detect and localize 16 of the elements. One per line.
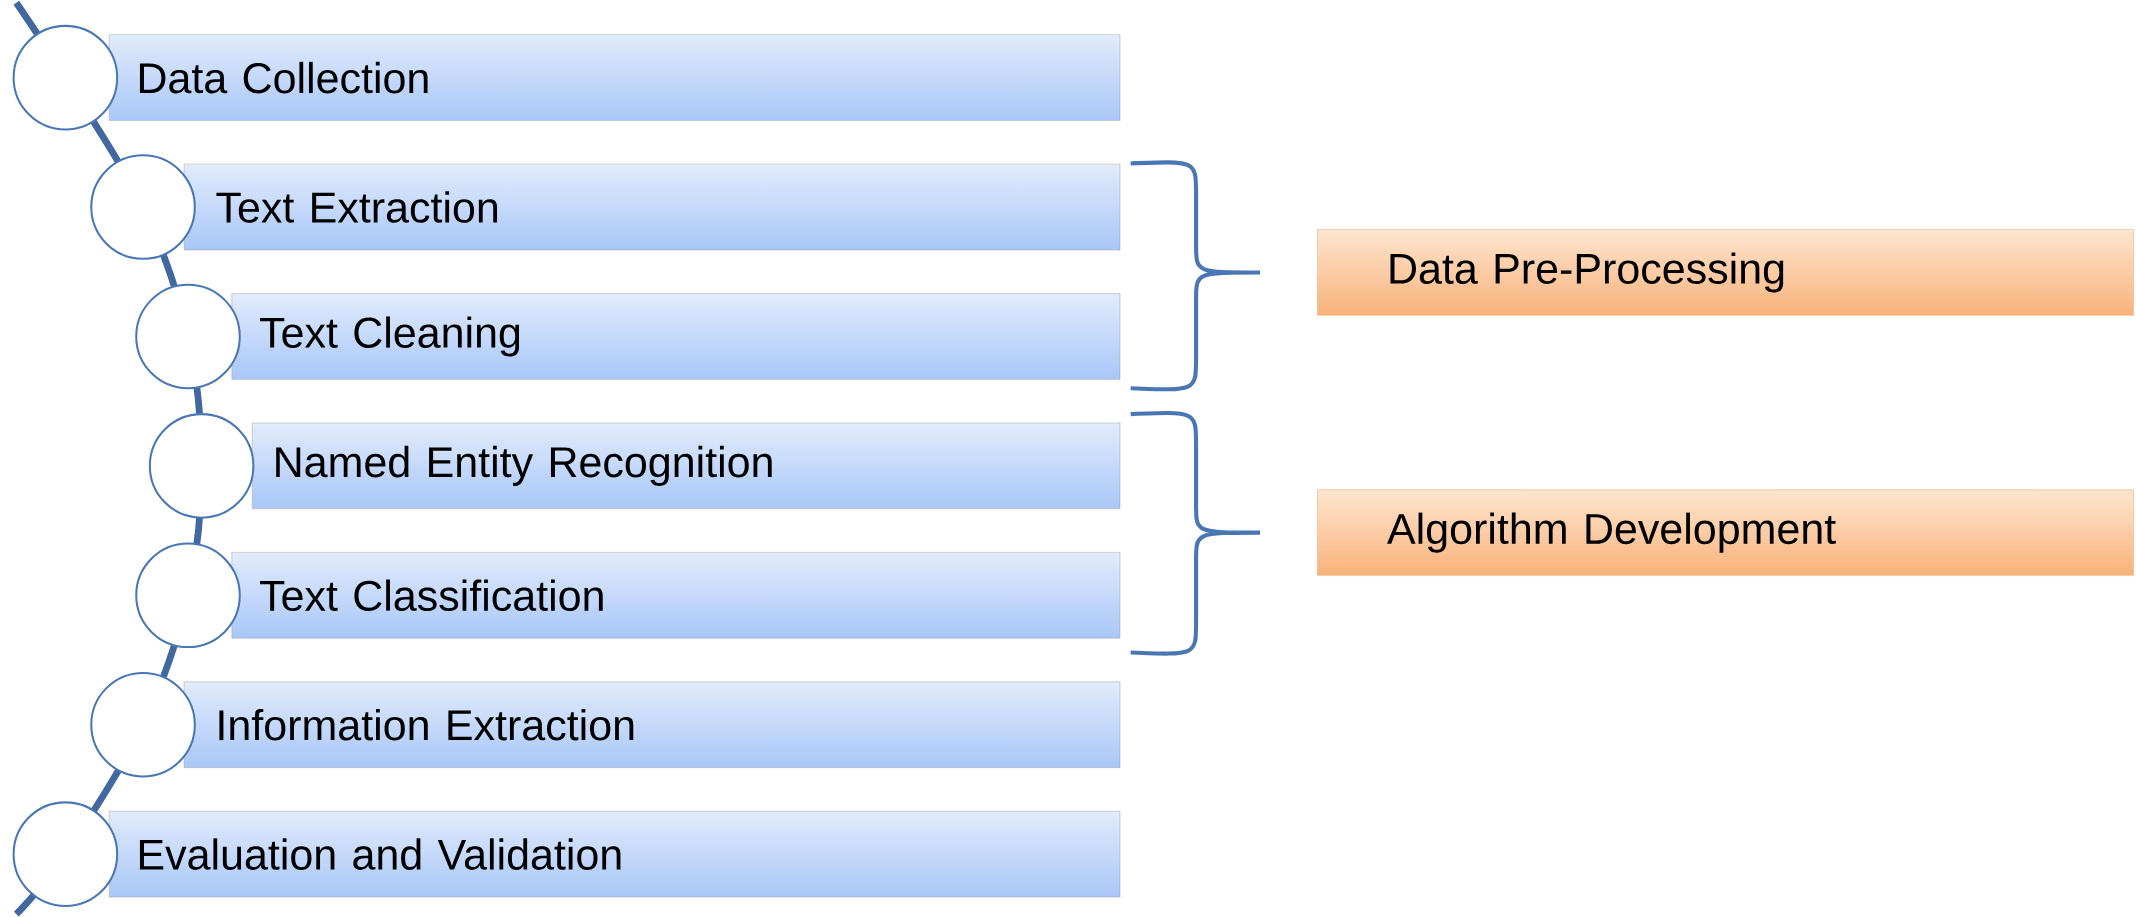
circle-marker bbox=[135, 283, 241, 390]
step-box: Text Classification bbox=[231, 552, 1121, 639]
step-box: Evaluation and Validation bbox=[109, 811, 1121, 898]
step-box: Information Extraction bbox=[183, 681, 1121, 768]
step-box: Named Entity Recognition bbox=[252, 422, 1121, 510]
circle-marker bbox=[135, 542, 241, 649]
step-box: Text Extraction bbox=[183, 164, 1121, 251]
phase-box: Data Pre-Processing bbox=[1317, 229, 2134, 316]
phase-box: Algorithm Development bbox=[1317, 489, 2134, 576]
step-box: Data Collection bbox=[109, 34, 1121, 121]
circle-marker bbox=[12, 801, 119, 908]
step-box: Text Cleaning bbox=[231, 293, 1121, 380]
circle-marker bbox=[148, 413, 255, 519]
circle-marker bbox=[90, 672, 196, 778]
circle-marker bbox=[90, 154, 196, 260]
circle-marker bbox=[12, 24, 119, 131]
